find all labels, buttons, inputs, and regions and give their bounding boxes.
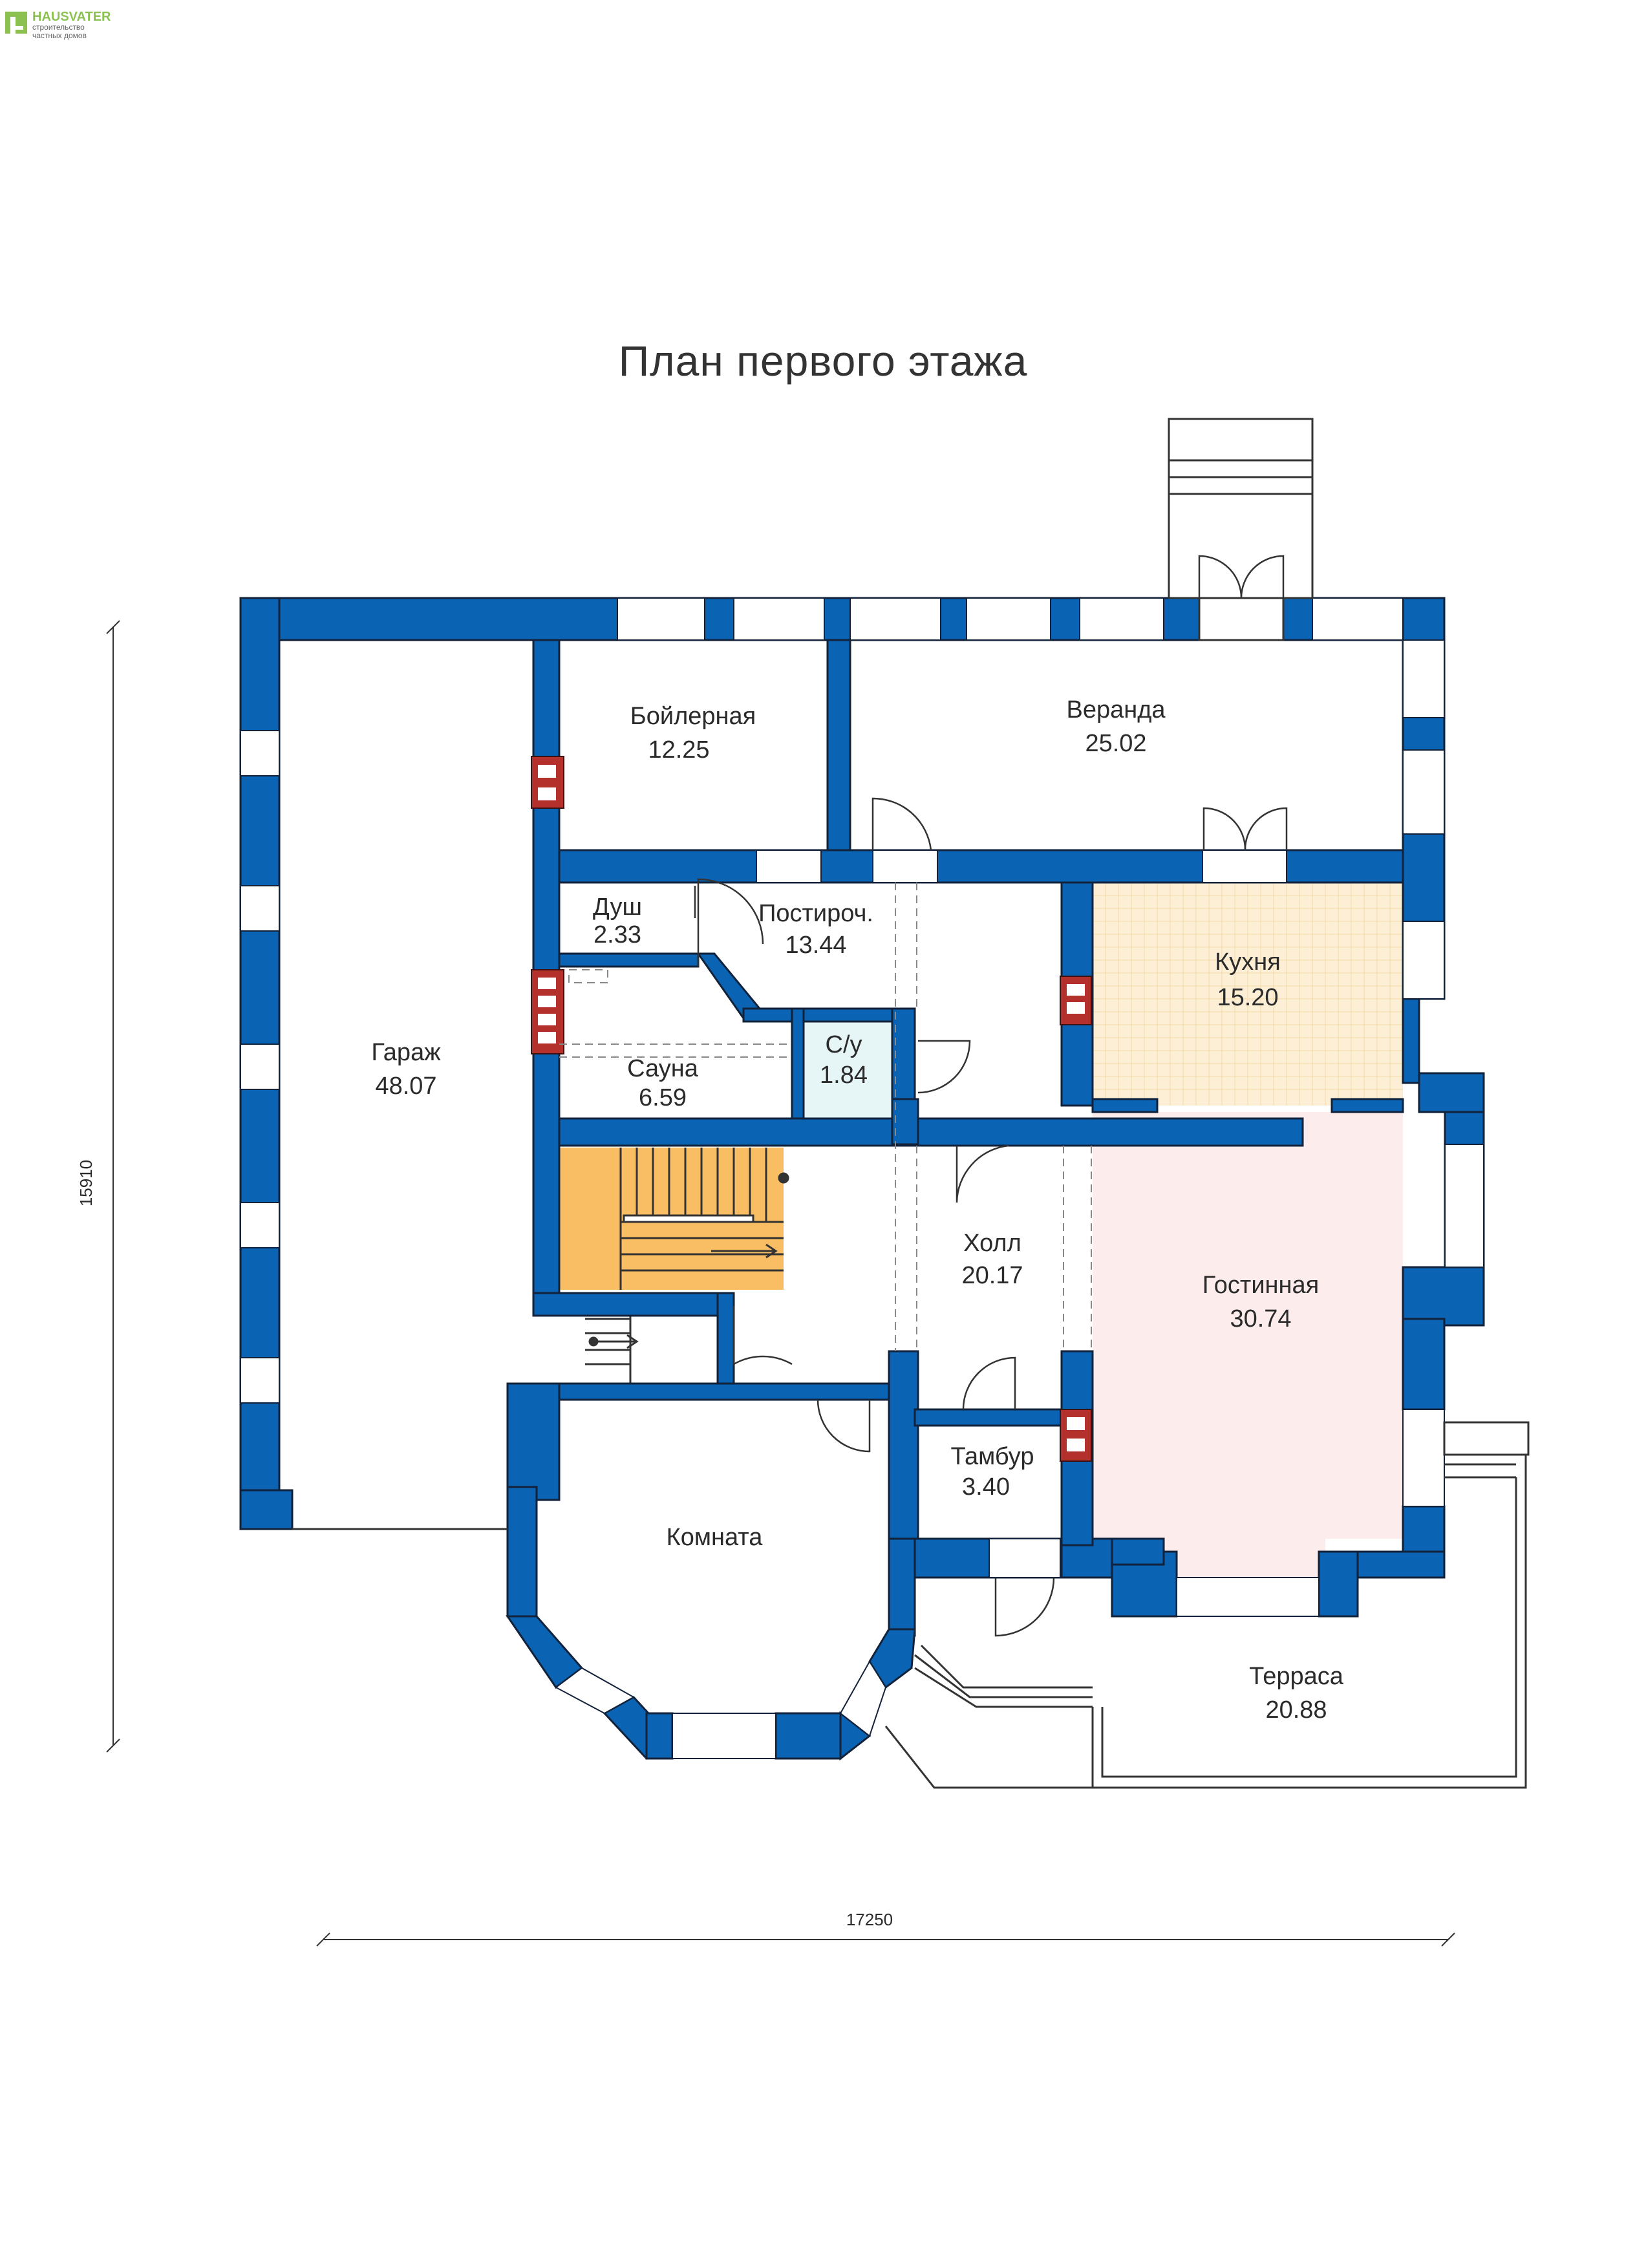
porch-steps <box>1168 418 1314 641</box>
kitchen-tiles <box>1093 883 1403 1106</box>
windows <box>240 597 1484 1759</box>
living-bay-floor <box>1164 1539 1325 1578</box>
room-name-living: Гостинная <box>1202 1272 1319 1299</box>
house-logo-icon <box>5 12 27 34</box>
room-name-garage: Гараж <box>371 1039 441 1066</box>
doors <box>694 555 1288 1637</box>
wc-floor <box>796 1022 892 1118</box>
room-area-living: 30.74 <box>1230 1305 1291 1332</box>
room-name-kitchen: Кухня <box>1215 948 1281 976</box>
room-area-shower: 2.33 <box>593 921 641 948</box>
logo-brand: HAUSVATER <box>32 10 111 24</box>
room-area-kitchen: 15.20 <box>1217 984 1278 1011</box>
logo: HAUSVATER строительство частных домов <box>5 10 111 40</box>
width-dimension: 17250 <box>846 1910 893 1929</box>
room-name-wc: С/у <box>826 1031 862 1058</box>
room-labels: Гараж 48.07 Бойлерная 12.25 Веранда 25.0… <box>371 696 1343 1724</box>
terrace-outline <box>884 1421 1530 1789</box>
room-area-garage: 48.07 <box>375 1073 436 1100</box>
room-area-wc: 1.84 <box>820 1062 868 1089</box>
staircase <box>585 1148 789 1384</box>
room-area-sauna: 6.59 <box>639 1084 687 1111</box>
room-name-room: Комната <box>667 1524 764 1551</box>
room-name-terrace: Терраса <box>1249 1663 1344 1690</box>
room-area-boiler: 12.25 <box>648 736 709 764</box>
room-name-sauna: Сауна <box>627 1055 699 1082</box>
room-name-shower: Душ <box>593 893 642 921</box>
height-dimension: 15910 <box>76 1160 96 1206</box>
room-name-vestibule: Тамбур <box>951 1443 1034 1470</box>
dimension-lines <box>106 620 1455 1947</box>
logo-tagline-1: строительство <box>32 23 85 32</box>
room-area-vestibule: 3.40 <box>962 1473 1010 1501</box>
room-name-laundry: Постироч. <box>758 900 873 927</box>
plan-title: План первого этажа <box>618 337 1028 385</box>
dashed-openings <box>559 883 1092 1351</box>
chimney-flues <box>538 765 1085 1451</box>
room-area-veranda: 25.02 <box>1085 730 1146 757</box>
room-area-laundry: 13.44 <box>785 932 846 959</box>
room-area-terrace: 20.88 <box>1265 1696 1327 1724</box>
room-name-boiler: Бойлерная <box>630 703 756 730</box>
living-floor <box>1093 1112 1403 1539</box>
room-name-veranda: Веранда <box>1066 696 1166 723</box>
room-area-hall: 20.17 <box>961 1262 1023 1289</box>
logo-tagline-2: частных домов <box>32 31 87 40</box>
room-name-hall: Холл <box>963 1230 1021 1257</box>
